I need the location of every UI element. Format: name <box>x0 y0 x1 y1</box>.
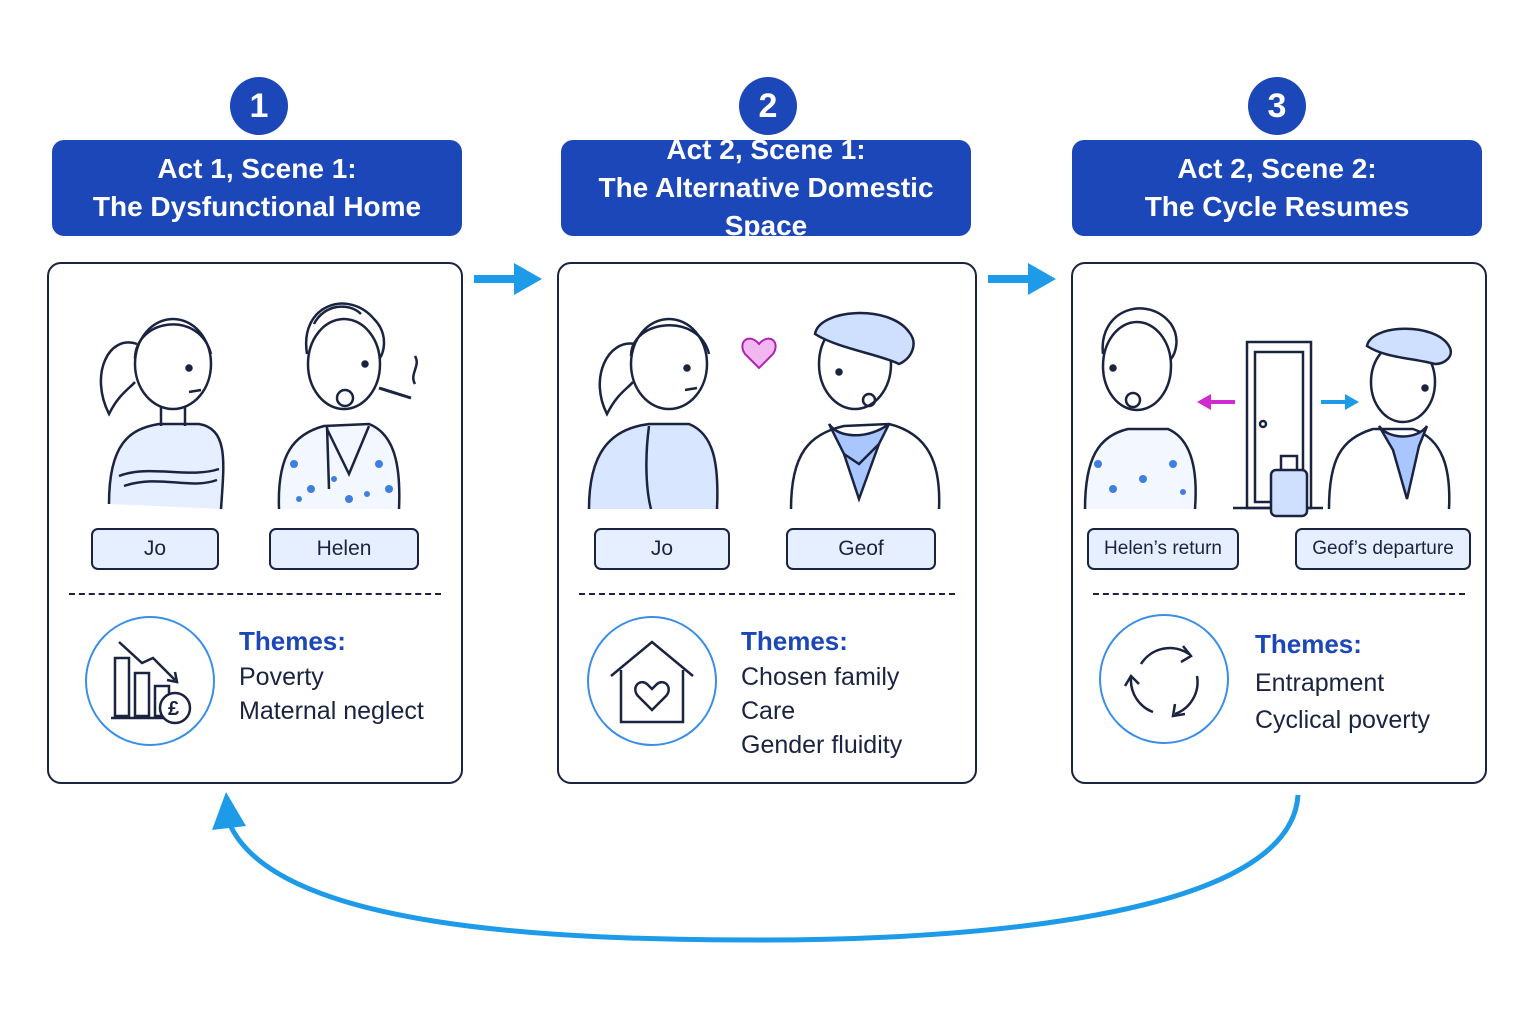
step-number-2: 2 <box>739 77 797 135</box>
character-label-geof: Geof <box>786 528 936 570</box>
theme-icon-circle: £ <box>85 616 215 746</box>
cycle-arrows-icon <box>1123 645 1199 718</box>
theme-item: Maternal neglect <box>239 697 424 725</box>
heart-icon <box>741 337 777 370</box>
themes-title: Themes: <box>239 626 346 656</box>
jo-figure-icon <box>587 317 719 510</box>
themes-block: Themes: Entrapment Cyclical poverty <box>1255 626 1430 739</box>
theme-item: Gender fluidity <box>741 731 903 759</box>
geof-figure-icon <box>789 311 941 510</box>
scene-title-line1: Act 1, Scene 1: <box>157 153 357 184</box>
helen-figure-icon <box>277 302 418 510</box>
scene-panel-1: Jo Helen £ Themes: Poverty Maternal negl… <box>47 262 463 784</box>
theme-item: Cyclical poverty <box>1255 706 1431 734</box>
character-label-helens-return: Helen’s return <box>1087 528 1239 570</box>
suitcase-icon <box>1269 454 1309 518</box>
jo-figure-icon <box>99 317 225 510</box>
theme-icon-circle <box>587 616 717 746</box>
theme-item: Care <box>741 697 796 725</box>
scene-title-line1: Act 2, Scene 1: <box>666 134 866 165</box>
scene-panel-2: Jo Geof Themes: Chosen family Care Gende… <box>557 262 977 784</box>
themes-block: Themes: Chosen family Care Gender fluidi… <box>741 624 902 762</box>
leopard-pattern <box>290 460 393 503</box>
character-label-geofs-departure: Geof’s departure <box>1295 528 1471 570</box>
scene-header-2: Act 2, Scene 1: The Alternative Domestic… <box>561 134 971 241</box>
arrow-right-icon <box>988 263 1056 295</box>
divider <box>1093 593 1465 595</box>
svg-text:£: £ <box>168 698 179 720</box>
scene-header-1: Act 1, Scene 1: The Dysfunctional Home <box>52 140 462 236</box>
scene-title-line1: Act 2, Scene 2: <box>1177 153 1377 184</box>
characters-illustration <box>1083 307 1452 518</box>
heart-house-icon <box>610 640 694 724</box>
scene-title-line2: The Dysfunctional Home <box>92 191 422 222</box>
themes-block: Themes: Poverty Maternal neglect <box>239 624 424 728</box>
themes-title: Themes: <box>1255 629 1362 659</box>
scene-title-line2: The Cycle Resumes <box>1144 191 1410 222</box>
step-number-3: 3 <box>1248 77 1306 135</box>
return-loop-arrow-icon <box>212 792 1301 943</box>
scene-panel-3: Helen’s return Geof’s departure Themes: … <box>1071 262 1487 784</box>
step-number-1: 1 <box>230 77 288 135</box>
characters-illustration <box>587 311 941 510</box>
leopard-pattern <box>1094 460 1186 495</box>
arrow-right-icon <box>1321 394 1359 410</box>
themes-title: Themes: <box>741 626 848 656</box>
divider <box>69 593 441 595</box>
geof-figure-icon <box>1327 327 1452 510</box>
scene-title-line2: The Alternative Domestic Space <box>598 172 934 241</box>
character-label-helen: Helen <box>269 528 419 570</box>
theme-item: Poverty <box>239 663 324 691</box>
divider <box>579 593 955 595</box>
theme-item: Chosen family <box>741 663 900 691</box>
theme-icon-circle <box>1099 614 1229 744</box>
character-label-jo: Jo <box>594 528 730 570</box>
theme-item: Entrapment <box>1255 669 1385 697</box>
arrow-right-icon <box>474 263 542 295</box>
scene-header-3: Act 2, Scene 2: The Cycle Resumes <box>1072 140 1482 236</box>
character-label-jo: Jo <box>91 528 219 570</box>
arrow-left-icon <box>1197 394 1235 410</box>
characters-illustration <box>99 302 418 510</box>
poverty-chart-icon: £ <box>111 641 192 725</box>
